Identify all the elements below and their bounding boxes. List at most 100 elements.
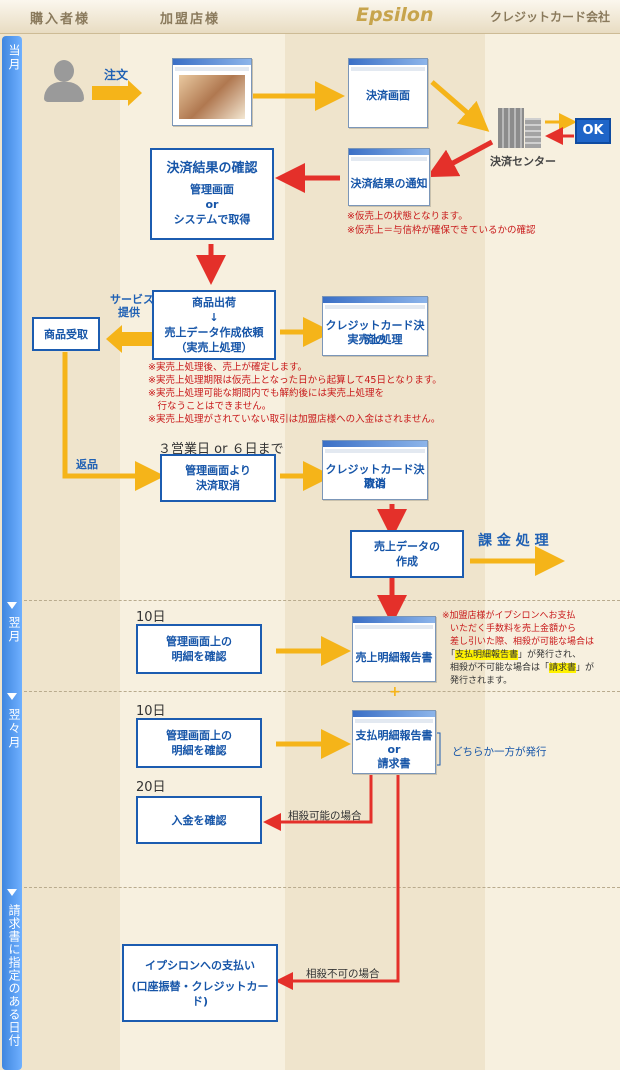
divider-invoice-date <box>24 887 620 888</box>
billing-label: 課 金 処 理 <box>478 533 549 549</box>
pay-report-window: 支払明細報告書 or 請求書 <box>352 710 436 774</box>
settlement-screen-window: 決済画面 <box>348 58 428 128</box>
order-label: 注文 <box>104 68 129 82</box>
sales-data-box: 売上データの 作成 <box>350 530 464 578</box>
arrow-to-settlement-center <box>430 80 490 132</box>
service-label: サービス 提供 <box>110 293 154 319</box>
arrow-to-result-notice <box>426 139 494 178</box>
day10-next-month: 10日 <box>136 610 166 625</box>
result-note-2: ※仮売上＝与信枠が確保できているかの確認 <box>347 225 536 236</box>
epsilon-logo: Epsilon <box>356 4 434 26</box>
actual-note-1: ※実売上処理後、売上が確定します。 <box>148 362 308 373</box>
result-notice-label: 決済結果の通知 <box>350 177 428 190</box>
day10-month-after-next: 10日 <box>136 704 166 719</box>
shipping-line1: 商品出荷 <box>192 296 236 309</box>
result-confirm-box: 決済結果の確認 管理画面 or システムで取得 <box>150 148 274 240</box>
shipping-box: 商品出荷 ↓ 売上データ作成依頼 （実売上処理） <box>152 290 276 360</box>
shipping-line4: （実売上処理） <box>175 341 253 354</box>
pay-epsilon-line2: (口座振替・クレジットカード) <box>131 979 269 1008</box>
fee-note-line5c: 」が <box>576 663 595 673</box>
period-sidebar: 当月 翌月 翌々月 請求書に指定のある日付 <box>2 36 22 1070</box>
fee-note-line1: ※加盟店様がイプシロンへお支払 <box>442 611 576 621</box>
period-invoice-date: 請求書に指定のある日付 <box>7 904 21 1047</box>
cancel-box: 管理画面より 決済取消 <box>160 454 276 502</box>
fee-note-invoice: 請求書 <box>549 663 577 673</box>
triangle-icon <box>7 889 17 896</box>
fee-note-line3: 差し引いた際、相殺が可能な場合は <box>450 637 595 647</box>
triangle-icon <box>7 693 17 700</box>
pay-epsilon-box: イプシロンへの支払い (口座振替・クレジットカード) <box>122 944 278 1022</box>
deposit-label: 入金を確認 <box>171 813 227 827</box>
period-month-after-next: 翌々月 <box>7 708 21 750</box>
shipping-line2: ↓ <box>209 311 219 324</box>
card-cancel-line1: クレジットカード決済の <box>325 463 425 490</box>
settlement-screen-label: 決済画面 <box>366 89 410 102</box>
column-header: 購入者様 加盟店様 Epsilon クレジットカード会社 <box>0 0 620 34</box>
result-confirm-line1: 管理画面 <box>190 183 234 196</box>
arrow-offset-ng <box>275 770 400 990</box>
cancel-line1: 管理画面より <box>185 464 251 477</box>
service-line2: 提供 <box>118 306 140 319</box>
cancel-line2: 決済取消 <box>196 479 240 492</box>
shipping-line3: 売上データ作成依頼 <box>164 326 264 339</box>
service-line1: サービス <box>110 293 154 306</box>
order-arrow <box>92 80 142 106</box>
result-note-1: ※仮売上の状態となります。 <box>347 211 468 222</box>
detail-a-line2: 明細を確認 <box>171 650 227 663</box>
card-cancel-line2: 取消 <box>364 477 386 490</box>
header-card-company: クレジットカード会社 <box>490 10 611 24</box>
detail-b-line2: 明細を確認 <box>171 744 227 757</box>
settlement-center-label: 決済センター <box>490 155 556 168</box>
fee-note-pay-report: 支払明細報告書 <box>455 650 519 660</box>
detail-box-next-month: 管理画面上の 明細を確認 <box>136 624 262 674</box>
card-cancel-window: クレジットカード決済の 取消 <box>322 440 428 500</box>
actual-note-3: ※実売上処理可能な期間内でも解約後には実売上処理を <box>148 388 384 399</box>
card-actual-line1: クレジットカード決済の <box>325 319 425 346</box>
divider-month-after-next <box>24 691 620 692</box>
day20-label: 20日 <box>136 780 166 795</box>
header-merchant: 加盟店様 <box>160 12 221 27</box>
product-image <box>179 75 245 119</box>
fee-note-line4a: 「 <box>446 650 456 660</box>
detail-b-line1: 管理画面上の <box>166 729 232 742</box>
sales-report-window: 売上明細報告書 <box>352 616 436 682</box>
actual-note-5: ※実売上処理がされていない取引は加盟店様への入金はされません。 <box>148 414 441 425</box>
detail-a-line1: 管理画面上の <box>166 635 232 648</box>
ok-badge: OK <box>575 118 611 144</box>
plus-mark: + <box>389 684 401 700</box>
building-icon <box>498 106 542 150</box>
either-bracket <box>432 732 441 766</box>
period-next-month: 翌月 <box>7 616 21 644</box>
offset-ok-label: 相殺可能の場合 <box>288 810 362 822</box>
triangle-icon <box>7 602 17 609</box>
actual-note-4: 行なうことはできません。 <box>148 401 272 412</box>
receive-label: 商品受取 <box>44 327 88 341</box>
fee-note-line5a: 相殺が不可能な場合は「 <box>450 663 550 673</box>
epsilon-logo-text: Epsilon <box>356 4 434 26</box>
fee-note-line2: いただく手数料を売上金額から <box>450 624 577 634</box>
result-confirm-title: 決済結果の確認 <box>166 161 258 176</box>
pay-report-line3: 請求書 <box>377 757 411 770</box>
card-actual-line2: 実売上処理 <box>347 333 403 346</box>
merchant-site-window <box>172 58 252 126</box>
deadline-label: ３営業日 or ６日まで <box>158 442 284 457</box>
actual-note-2: ※実売上処理期限は仮売上となった日から起算して45日となります。 <box>148 375 442 386</box>
ok-label: OK <box>582 123 604 138</box>
offset-ng-label: 相殺不可の場合 <box>306 968 380 980</box>
header-buyer: 購入者様 <box>30 12 91 27</box>
service-arrow <box>106 325 152 353</box>
fee-note-line4c: 」が発行され、 <box>518 650 582 660</box>
either-note: どちらか一方が発行 <box>452 746 547 758</box>
sales-report-label: 売上明細報告書 <box>355 651 433 664</box>
divider-next-month <box>24 600 620 601</box>
period-this-month: 当月 <box>7 44 21 72</box>
return-label: 返品 <box>76 458 98 471</box>
pay-epsilon-line1: イプシロンへの支払い <box>145 958 255 972</box>
fee-note: ※加盟店様がイプシロンへお支払 いただく手数料を売上金額から 差し引いた際、相殺… <box>442 610 594 688</box>
deposit-box: 入金を確認 <box>136 796 262 844</box>
sales-data-line1: 売上データの <box>374 540 440 553</box>
detail-box-month-after-next: 管理画面上の 明細を確認 <box>136 718 262 768</box>
pay-report-line1: 支払明細報告書 <box>355 729 433 742</box>
arrow-offset-ok <box>263 770 373 831</box>
